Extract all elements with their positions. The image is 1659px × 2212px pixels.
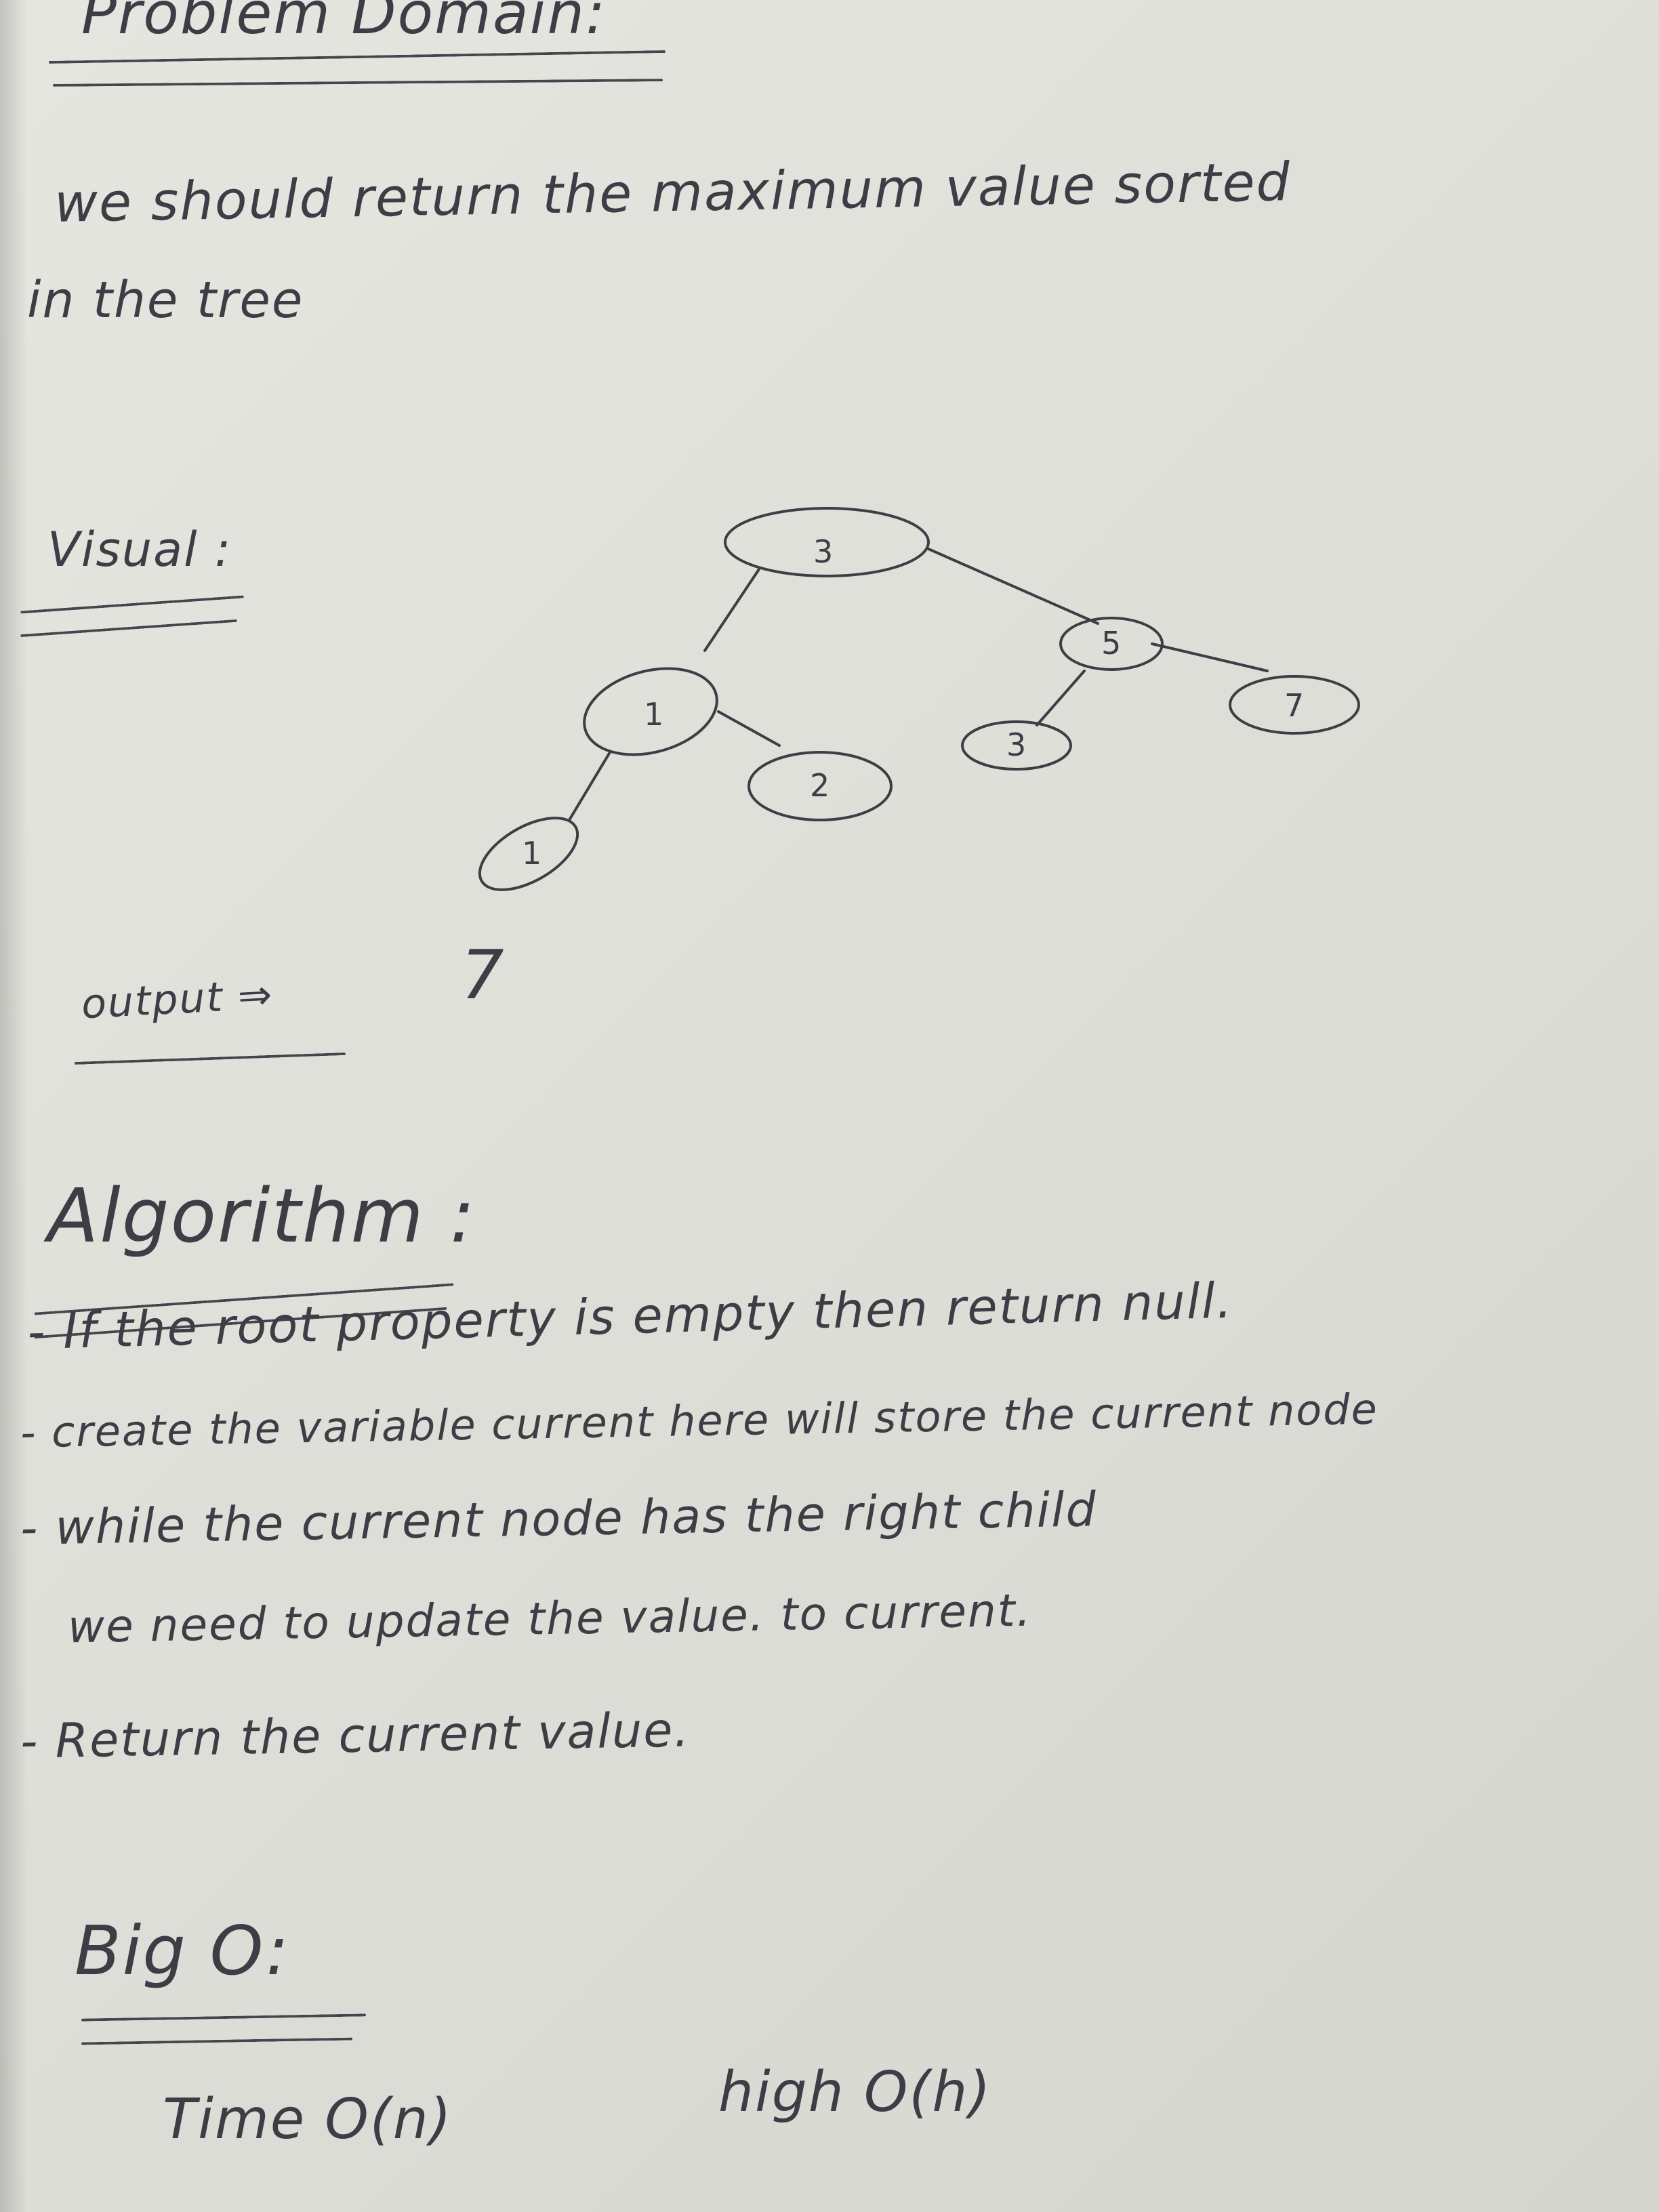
tree-node-label: 2 bbox=[810, 767, 830, 804]
output-value: 7 bbox=[461, 935, 506, 1015]
tree-node-label: 1 bbox=[522, 835, 541, 872]
tree-edge bbox=[1036, 670, 1086, 726]
output-label: output ⇒ bbox=[80, 970, 274, 1029]
time-complexity: Time O(n) bbox=[163, 2087, 453, 2152]
tree-node bbox=[724, 507, 930, 577]
problem-domain-heading: Problem Domain: bbox=[81, 0, 607, 47]
tree-node bbox=[1059, 617, 1164, 671]
problem-description-line-2: in the tree bbox=[27, 271, 304, 329]
tree-node bbox=[478, 817, 579, 891]
tree-node-label: 5 bbox=[1101, 625, 1121, 661]
space-complexity: high O(h) bbox=[718, 2060, 992, 2125]
tree-node-label: 1 bbox=[644, 696, 663, 733]
page-edge-shadow bbox=[0, 0, 27, 2212]
tree-edge bbox=[1151, 642, 1269, 672]
tree-edge bbox=[703, 568, 760, 652]
big-o-heading: Big O: bbox=[75, 1911, 290, 1990]
tree-node-label: 7 bbox=[1284, 687, 1304, 724]
tree-node bbox=[961, 720, 1072, 771]
algorithm-heading: Algorithm : bbox=[47, 1172, 476, 1259]
tree-node bbox=[583, 667, 718, 756]
algorithm-step-5: - Return the current value. bbox=[20, 1702, 691, 1769]
tree-node-label: 3 bbox=[813, 533, 833, 570]
visual-heading: Visual : bbox=[47, 522, 232, 577]
tree-edge bbox=[717, 710, 781, 747]
tree-edge bbox=[568, 751, 611, 821]
tree-node bbox=[747, 751, 893, 821]
tree-node bbox=[1229, 675, 1360, 735]
tree-node-label: 3 bbox=[1006, 726, 1026, 763]
tree-edge bbox=[927, 548, 1099, 625]
